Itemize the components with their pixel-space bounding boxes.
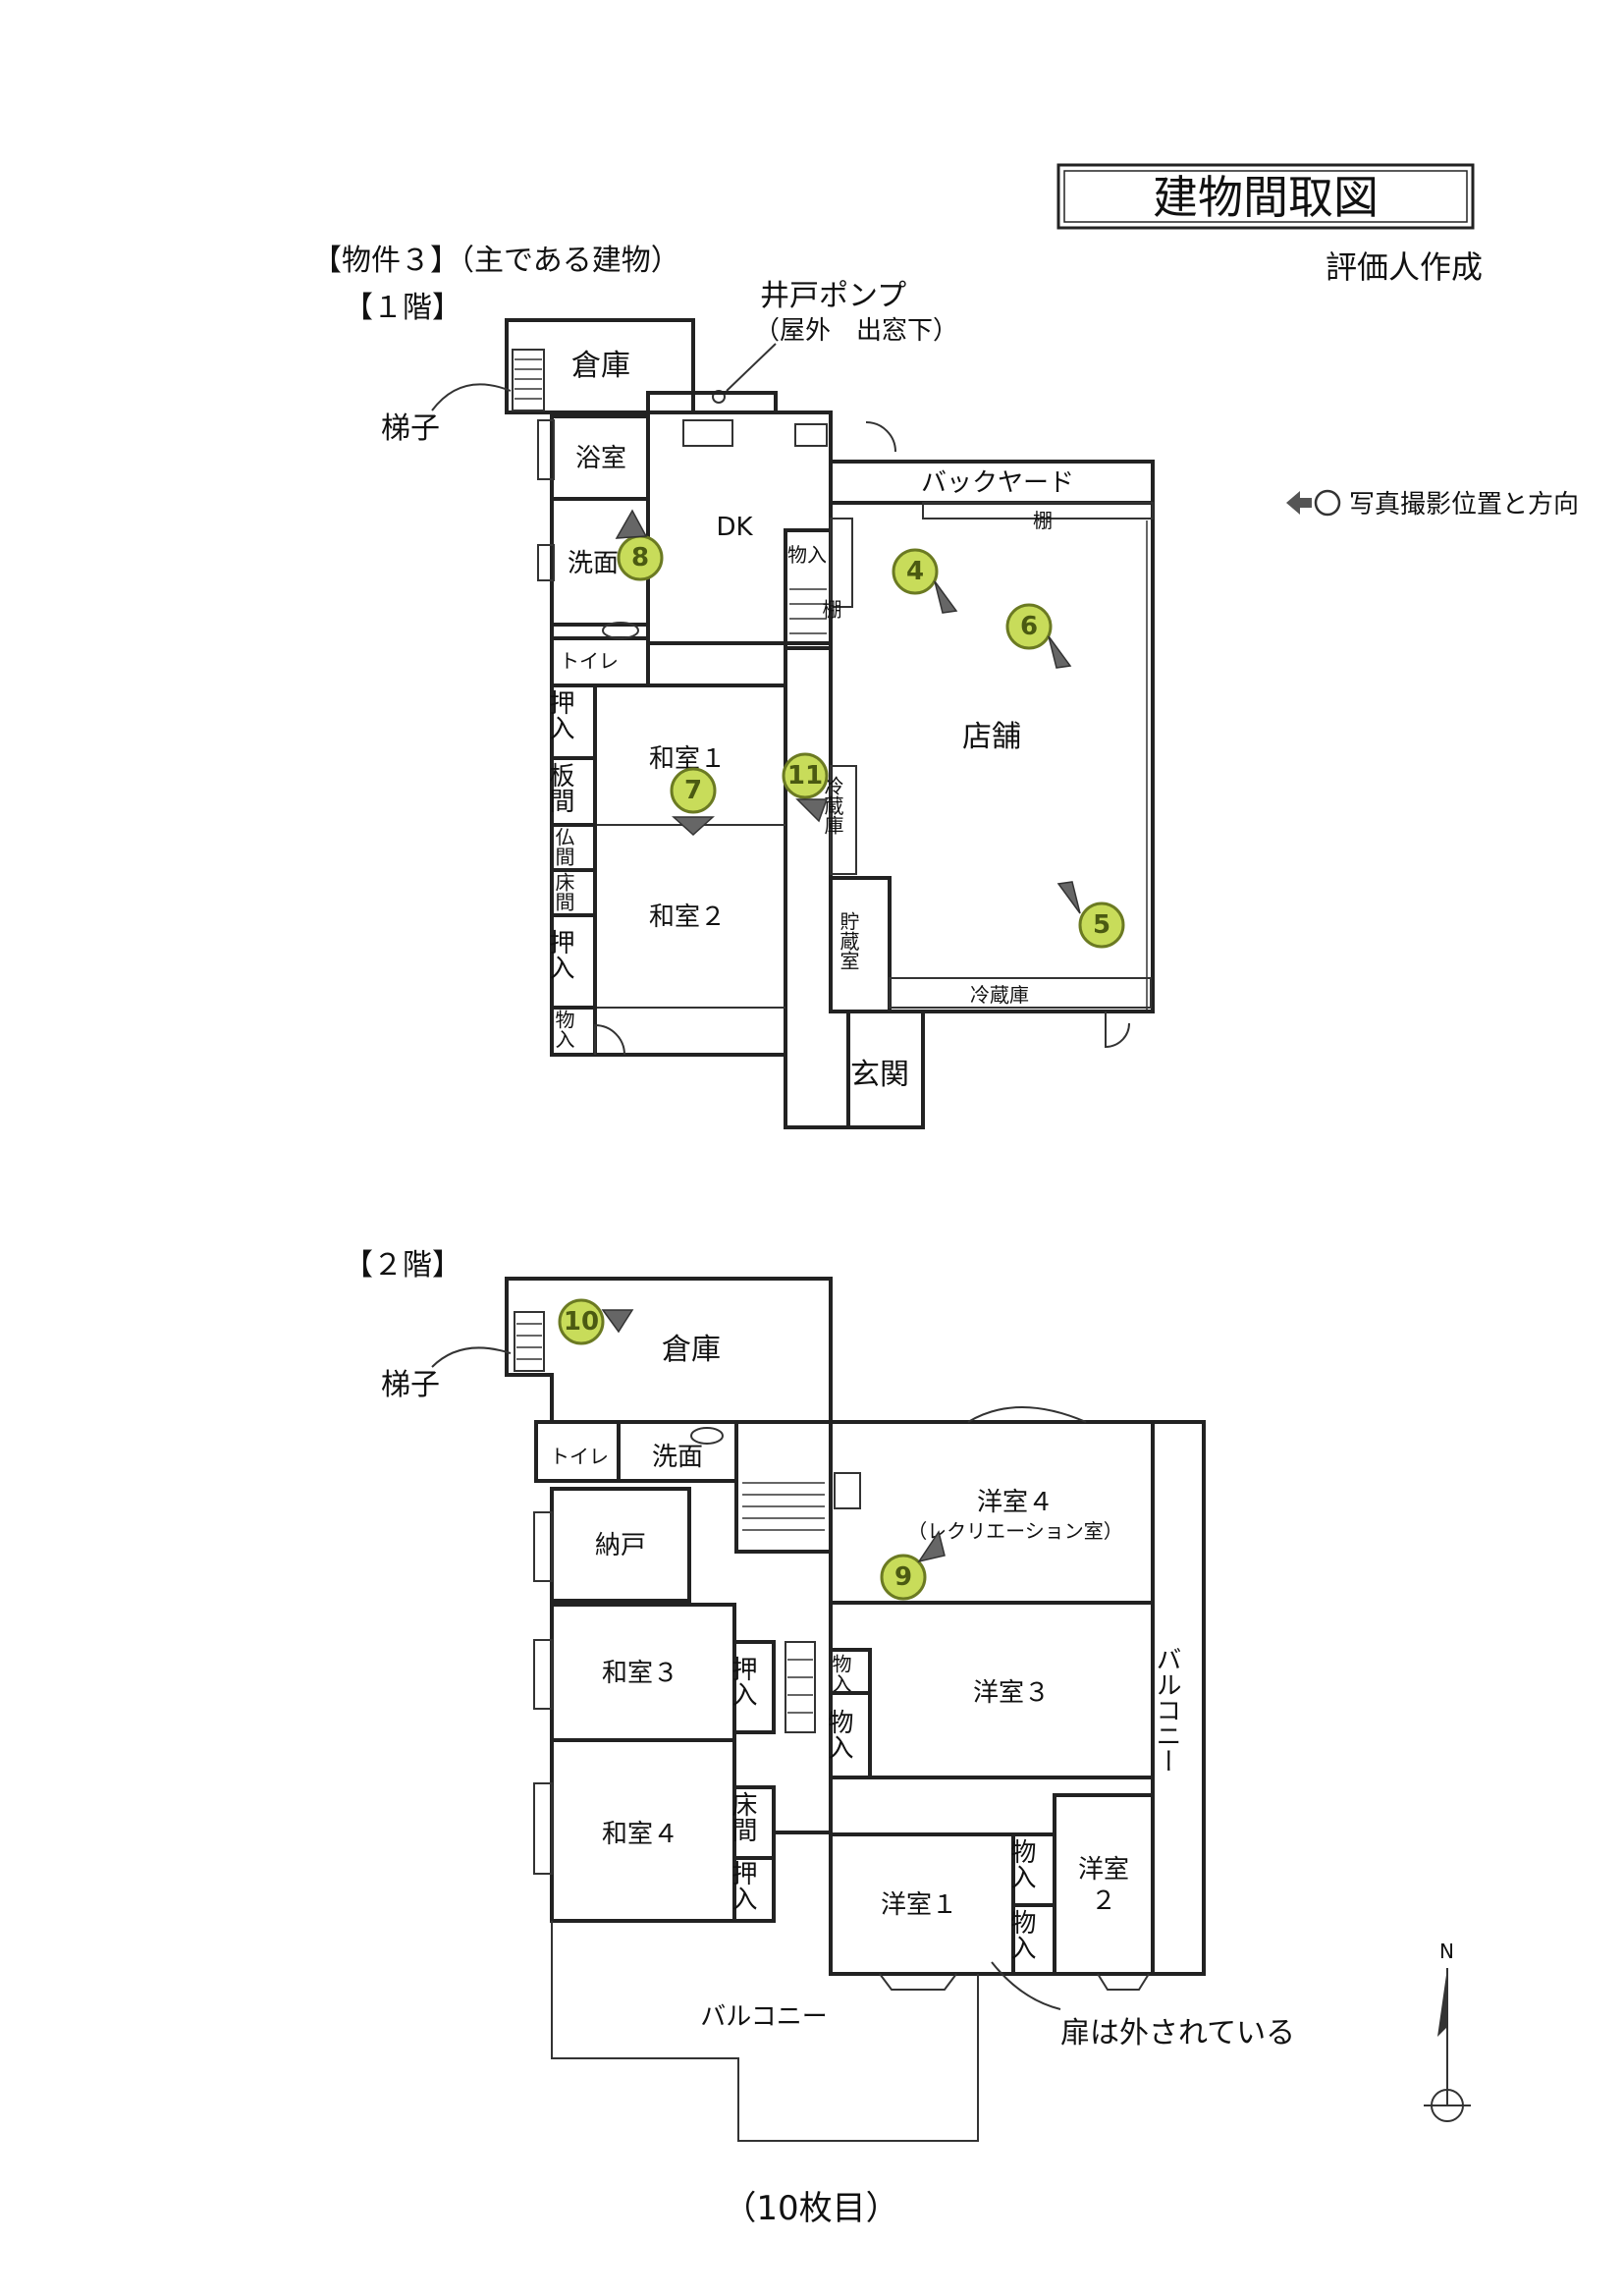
f2-toilet-label: トイレ (550, 1445, 609, 1468)
legend-text: 写真撮影位置と方向 (1349, 490, 1579, 519)
f2-nando-label: 納戸 (595, 1531, 646, 1560)
f1-shelf-left-label: 棚 (819, 599, 842, 619)
svg-text:11: 11 (787, 761, 823, 791)
f1-shop-label: 店舗 (962, 720, 1021, 754)
svg-text:8: 8 (631, 543, 649, 573)
f2-balcony-right (1151, 1420, 1206, 1976)
svg-text:10: 10 (564, 1307, 599, 1337)
f1-dk-label: DK (716, 513, 753, 542)
page-number: （10枚目） (723, 2189, 898, 2228)
f1-itama-label: 板間 (545, 762, 574, 813)
f2-balcony-bottom (551, 1921, 979, 2142)
marker-6: 6 (1005, 603, 1072, 669)
marker-10: 10 (558, 1298, 634, 1345)
f1-well-pump: 井戸ポンプ (760, 279, 906, 313)
floor2: 【２階】 倉庫 梯子 トイレ 洗面 納戸 洋室４ （レ (344, 1248, 1295, 2142)
f2-door-note-pointer (991, 1961, 1061, 2010)
f2-washitsu4-label: 和室４ (602, 1820, 678, 1849)
f2-closet-d-label: 物入 (1006, 1909, 1036, 1960)
f1-oshiire-a-label: 押入 (545, 689, 574, 740)
f2-oshiire2 (732, 1856, 776, 1923)
f2-tokonoma-label: 床間 (728, 1791, 757, 1842)
f1-closet-small-label: 物入 (552, 1010, 575, 1049)
f2-youshitsu2-num: ２ (1091, 1886, 1116, 1916)
f1-bath-label: 浴室 (575, 444, 626, 473)
f1-fridge-bottom-label: 冷蔵庫 (970, 983, 1029, 1007)
f2-youshitsu3-label: 洋室３ (973, 1678, 1050, 1708)
f2-door-note: 扉は外されている (1060, 2016, 1295, 2050)
legend-arrow-icon (1286, 491, 1312, 515)
f1-closet-stairs-label: 物入 (787, 543, 827, 567)
author-label: 評価人作成 (1326, 248, 1483, 286)
f1-storage-label: 倉庫 (571, 349, 630, 383)
f1-washitsu2-label: 和室２ (649, 902, 726, 932)
f1-washroom-label: 洗面 (568, 549, 619, 578)
f1-ladder-pointer (431, 383, 512, 411)
f1-tokonoma-label: 床間 (552, 872, 575, 911)
f2-youshitsu1-label: 洋室１ (881, 1890, 957, 1920)
f2-closet-b (829, 1691, 872, 1779)
f2-youshitsu2 (1053, 1793, 1155, 1976)
title-box (1056, 163, 1475, 230)
f2-balcony-right-label: バルコニー (1152, 1646, 1181, 1774)
property-label: 【物件３】（主である建物） (312, 244, 680, 278)
f2-oshiire1 (732, 1640, 776, 1734)
floor1-label: 【１階】 (344, 291, 461, 325)
marker-5: 5 (1056, 881, 1125, 949)
f2-oshiire2-label: 押入 (728, 1860, 757, 1911)
f1-butsuma-label: 仏間 (552, 827, 575, 866)
f1-well-pump-note: （屋外 出窓下） (754, 316, 958, 346)
marker-8: 8 (615, 509, 664, 581)
f2-balcony-bottom-label: バルコニー (700, 2002, 827, 2032)
marker-9: 9 (880, 1530, 946, 1601)
f1-fridge-bottom (889, 977, 1152, 1009)
svg-text:7: 7 (684, 776, 702, 805)
f2-youshitsu2-label: 洋室 (1078, 1855, 1129, 1885)
f1-oshiire-b-label: 押入 (545, 929, 574, 980)
f2-ladder-pointer (431, 1346, 512, 1368)
f1-shelf-top-label: 棚 (1033, 509, 1053, 532)
legend-circle-icon (1314, 489, 1341, 517)
f1-ladder-label: 梯子 (381, 411, 440, 446)
f1-entrance (846, 1010, 925, 1129)
svg-text:4: 4 (906, 557, 924, 586)
floor2-label: 【２階】 (344, 1248, 461, 1283)
f1-west-block (550, 391, 833, 645)
f1-entrance-label: 玄関 (850, 1058, 909, 1092)
svg-text:5: 5 (1093, 910, 1110, 940)
f1-pantry-label: 貯蔵室 (837, 911, 860, 970)
f2-oshiire1-label: 押入 (728, 1656, 757, 1707)
marker-7: 7 (670, 767, 717, 837)
floor1: 【１階】 倉庫 梯子 井戸ポンプ （屋外 出窓下） 浴室 洗面 DK (344, 279, 1155, 1129)
f1-toilet-label: トイレ (560, 649, 619, 673)
legend: 写真撮影位置と方向 (1286, 489, 1579, 519)
north-compass: N (1424, 1940, 1471, 2122)
f2-ladder-label: 梯子 (381, 1368, 440, 1402)
f2-washitsu3-label: 和室３ (602, 1659, 678, 1688)
f2-youshitsu4-sub-label: （レクリエーション室） (907, 1519, 1123, 1543)
f2-closet-b-label: 物入 (824, 1709, 853, 1760)
page-title: 建物間取図 (1153, 171, 1379, 224)
f2-storage-label: 倉庫 (662, 1333, 721, 1367)
svg-text:6: 6 (1020, 612, 1038, 641)
svg-text:9: 9 (894, 1562, 912, 1592)
f2-youshitsu4-label: 洋室４ (977, 1488, 1054, 1517)
f2-stairs (734, 1420, 833, 1554)
f2-washroom-label: 洗面 (652, 1443, 703, 1472)
f2-closet-c-label: 物入 (1006, 1838, 1036, 1889)
compass-north-label: N (1439, 1940, 1454, 1963)
f2-closet-a-label: 物入 (829, 1654, 852, 1693)
marker-4: 4 (892, 548, 958, 614)
marker-11: 11 (782, 752, 829, 823)
f1-backyard-label: バックヤード (921, 468, 1074, 498)
